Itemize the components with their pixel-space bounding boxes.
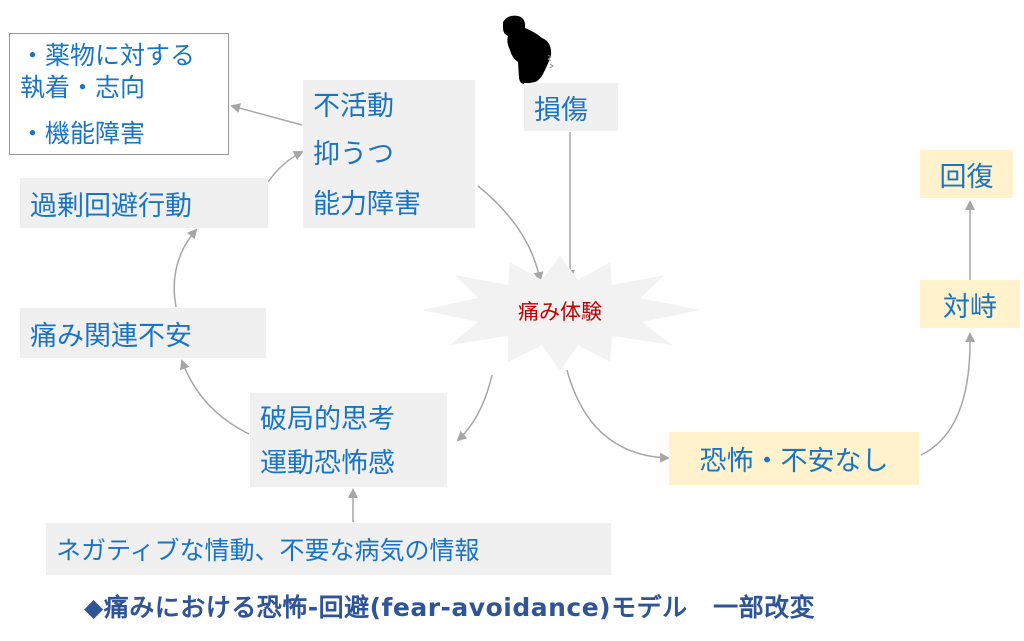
disability-line: 能力障害 [313, 189, 421, 220]
catastrophizing-box: 破局的思考 運動恐怖感 [250, 393, 447, 487]
arrow-catastrophizing-to-anxiety [180, 359, 250, 435]
negative-info-box: ネガティブな情動、不要な病気の情報 [46, 523, 611, 575]
no-fear-label: 恐怖・不安なし [699, 446, 889, 477]
person-back-pain-icon [503, 15, 554, 85]
notes-line: ・薬物に対する [20, 41, 196, 70]
pain-experience-label: 痛み体験 [518, 300, 602, 324]
injury-label: 損傷 [534, 94, 588, 126]
kinesiophobia-line: 運動恐怖感 [260, 448, 395, 479]
confrontation-label: 対峙 [943, 291, 997, 323]
catastrophizing-line: 破局的思考 [260, 404, 395, 435]
pain-burst-shape [422, 255, 700, 370]
arrow-inactivity-to-notes [230, 103, 303, 126]
no-fear-box: 恐怖・不安なし [669, 432, 919, 485]
arrow-inactivity-to-pain [477, 185, 544, 282]
negative-info-label: ネガティブな情動、不要な病気の情報 [56, 536, 480, 565]
notes-line: 執着・志向 [20, 73, 146, 102]
avoidance-box: 過剰回避行動 [20, 178, 268, 228]
arrow-anxiety-to-avoidance [173, 228, 198, 308]
confrontation-box: 対峙 [920, 280, 1020, 328]
injury-box: 損傷 [524, 83, 618, 131]
arrow-pain-to-catastrophizing [456, 374, 493, 442]
arrow-pain-to-nofear [566, 369, 670, 463]
recovery-label: 回復 [939, 161, 994, 193]
notes-line: ・機能障害 [20, 119, 146, 148]
anxiety-label: 痛み関連不安 [30, 320, 192, 352]
inactivity-line: 不活動 [313, 91, 394, 122]
depression-line: 抑うつ [313, 139, 394, 170]
arrow-avoidance-to-inactivity [267, 151, 304, 183]
inactivity-box: 不活動 抑うつ 能力障害 [303, 80, 475, 228]
arrow-nofear-to-confrontation [920, 332, 976, 456]
anxiety-box: 痛み関連不安 [20, 308, 266, 358]
figure-caption: ◆痛みにおける恐怖-回避(fear-avoidance)モデル 一部改変 [84, 593, 816, 622]
notes-box: ・薬物に対する 執着・志向 ・機能障害 [9, 33, 229, 155]
avoidance-label: 過剰回避行動 [30, 190, 192, 222]
recovery-box: 回復 [920, 150, 1013, 198]
